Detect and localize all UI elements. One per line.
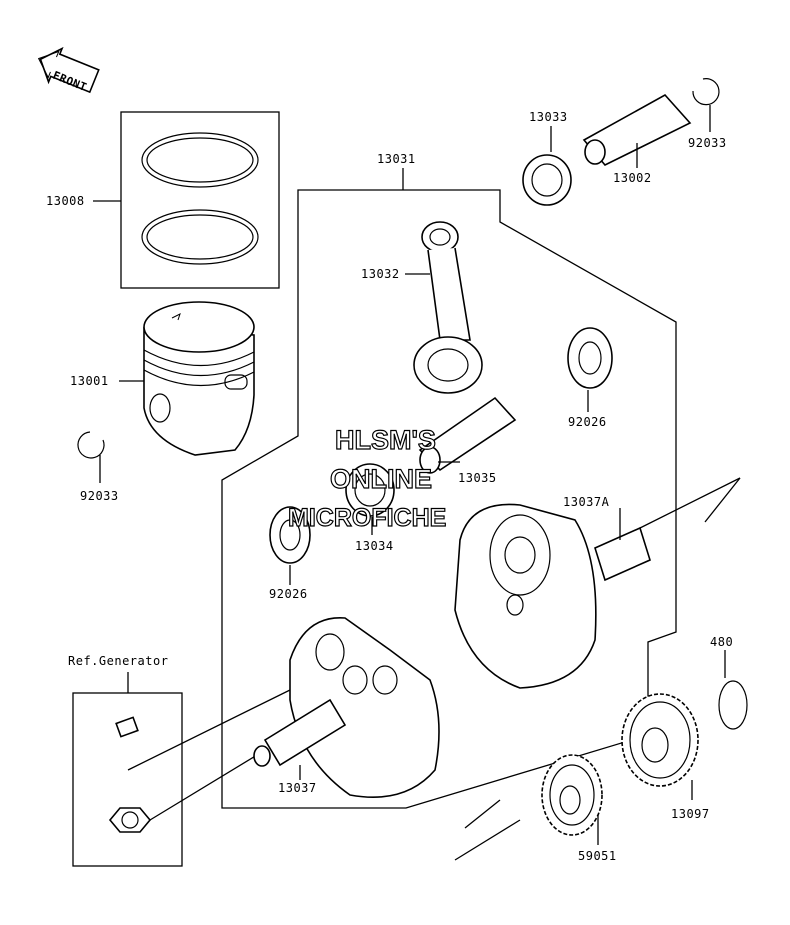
thrust-washer-left	[269, 506, 311, 585]
label-480: 480	[710, 635, 733, 649]
label-13037A: 13037A	[563, 495, 610, 509]
watermark-line3: MICROFICHE	[288, 504, 446, 532]
piston	[119, 301, 255, 456]
piston-ring-box	[93, 111, 280, 289]
circlip-right	[692, 78, 720, 132]
label-13035: 13035	[458, 471, 497, 485]
connecting-rod	[405, 221, 483, 394]
gear-13097	[621, 693, 699, 800]
label-59051: 59051	[578, 849, 617, 863]
label-13031: 13031	[377, 152, 416, 166]
piston-pin	[582, 93, 692, 168]
label-13097: 13097	[671, 807, 710, 821]
thrust-washer-right	[567, 327, 613, 412]
front-arrow-icon	[37, 46, 100, 94]
watermark-line1: HLSM'S	[335, 425, 436, 455]
label-13008: 13008	[46, 194, 85, 208]
label-13034: 13034	[355, 539, 394, 553]
label-13033: 13033	[529, 110, 568, 124]
needle-bearing-small	[522, 126, 572, 206]
watermark: HLSM'S ONLINE MICROFICHE	[287, 424, 447, 532]
label-13037: 13037	[278, 781, 317, 795]
needle-bearing-big	[345, 463, 395, 535]
crankshaft-assembly-outline	[221, 168, 677, 809]
circlip-480	[718, 650, 748, 730]
label-13032: 13032	[361, 267, 400, 281]
label-13001: 13001	[70, 374, 109, 388]
crankshaft-left-half	[253, 617, 440, 798]
label-92033-right: 92033	[688, 136, 727, 150]
ref-generator-box	[72, 672, 291, 867]
label-13002: 13002	[613, 171, 652, 185]
gear-59051	[454, 754, 603, 861]
crankshaft-right-half	[454, 477, 741, 689]
circlip-left	[77, 431, 105, 483]
label-ref-generator: Ref.Generator	[68, 654, 168, 668]
label-92033-left: 92033	[80, 489, 119, 503]
label-92026-right: 92026	[568, 415, 607, 429]
crank-pin	[418, 396, 517, 474]
watermark-line2: ONLINE	[330, 464, 432, 494]
label-92026-left: 92026	[269, 587, 308, 601]
